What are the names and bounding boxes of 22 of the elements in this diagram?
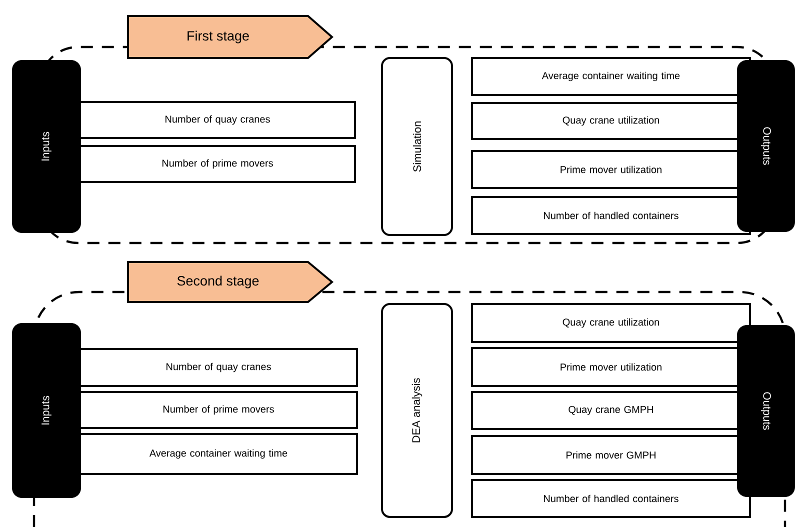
side-bar: Inputs	[12, 322, 81, 498]
item-box: Number of prime movers	[79, 390, 358, 429]
item-box: Quay crane utilization	[471, 302, 751, 343]
item-box: Quay crane utilization	[471, 102, 751, 140]
item-box: Number of prime movers	[79, 145, 356, 183]
item-box: Prime mover GMPH	[471, 434, 751, 475]
item-box: Average container waiting time	[471, 57, 751, 96]
stage-tag: First stage	[127, 15, 334, 59]
item-box: Number of quay cranes	[79, 101, 356, 139]
item-box: Number of handled containers	[471, 196, 751, 235]
item-box: Prime mover utilization	[471, 346, 751, 387]
item-box: Number of handled containers	[471, 478, 751, 518]
side-bar: Inputs	[12, 60, 81, 233]
item-box: Number of quay cranes	[79, 348, 358, 387]
process-box: Simulation	[381, 57, 453, 236]
item-box: Quay crane GMPH	[471, 390, 751, 430]
stage-tag: Second stage	[127, 260, 334, 303]
side-bar: Outputs	[737, 60, 795, 232]
item-box: Prime mover utilization	[471, 150, 751, 189]
item-box: Average container waiting time	[79, 432, 358, 475]
process-box: DEA analysis	[381, 302, 453, 518]
side-bar: Outputs	[737, 324, 795, 497]
